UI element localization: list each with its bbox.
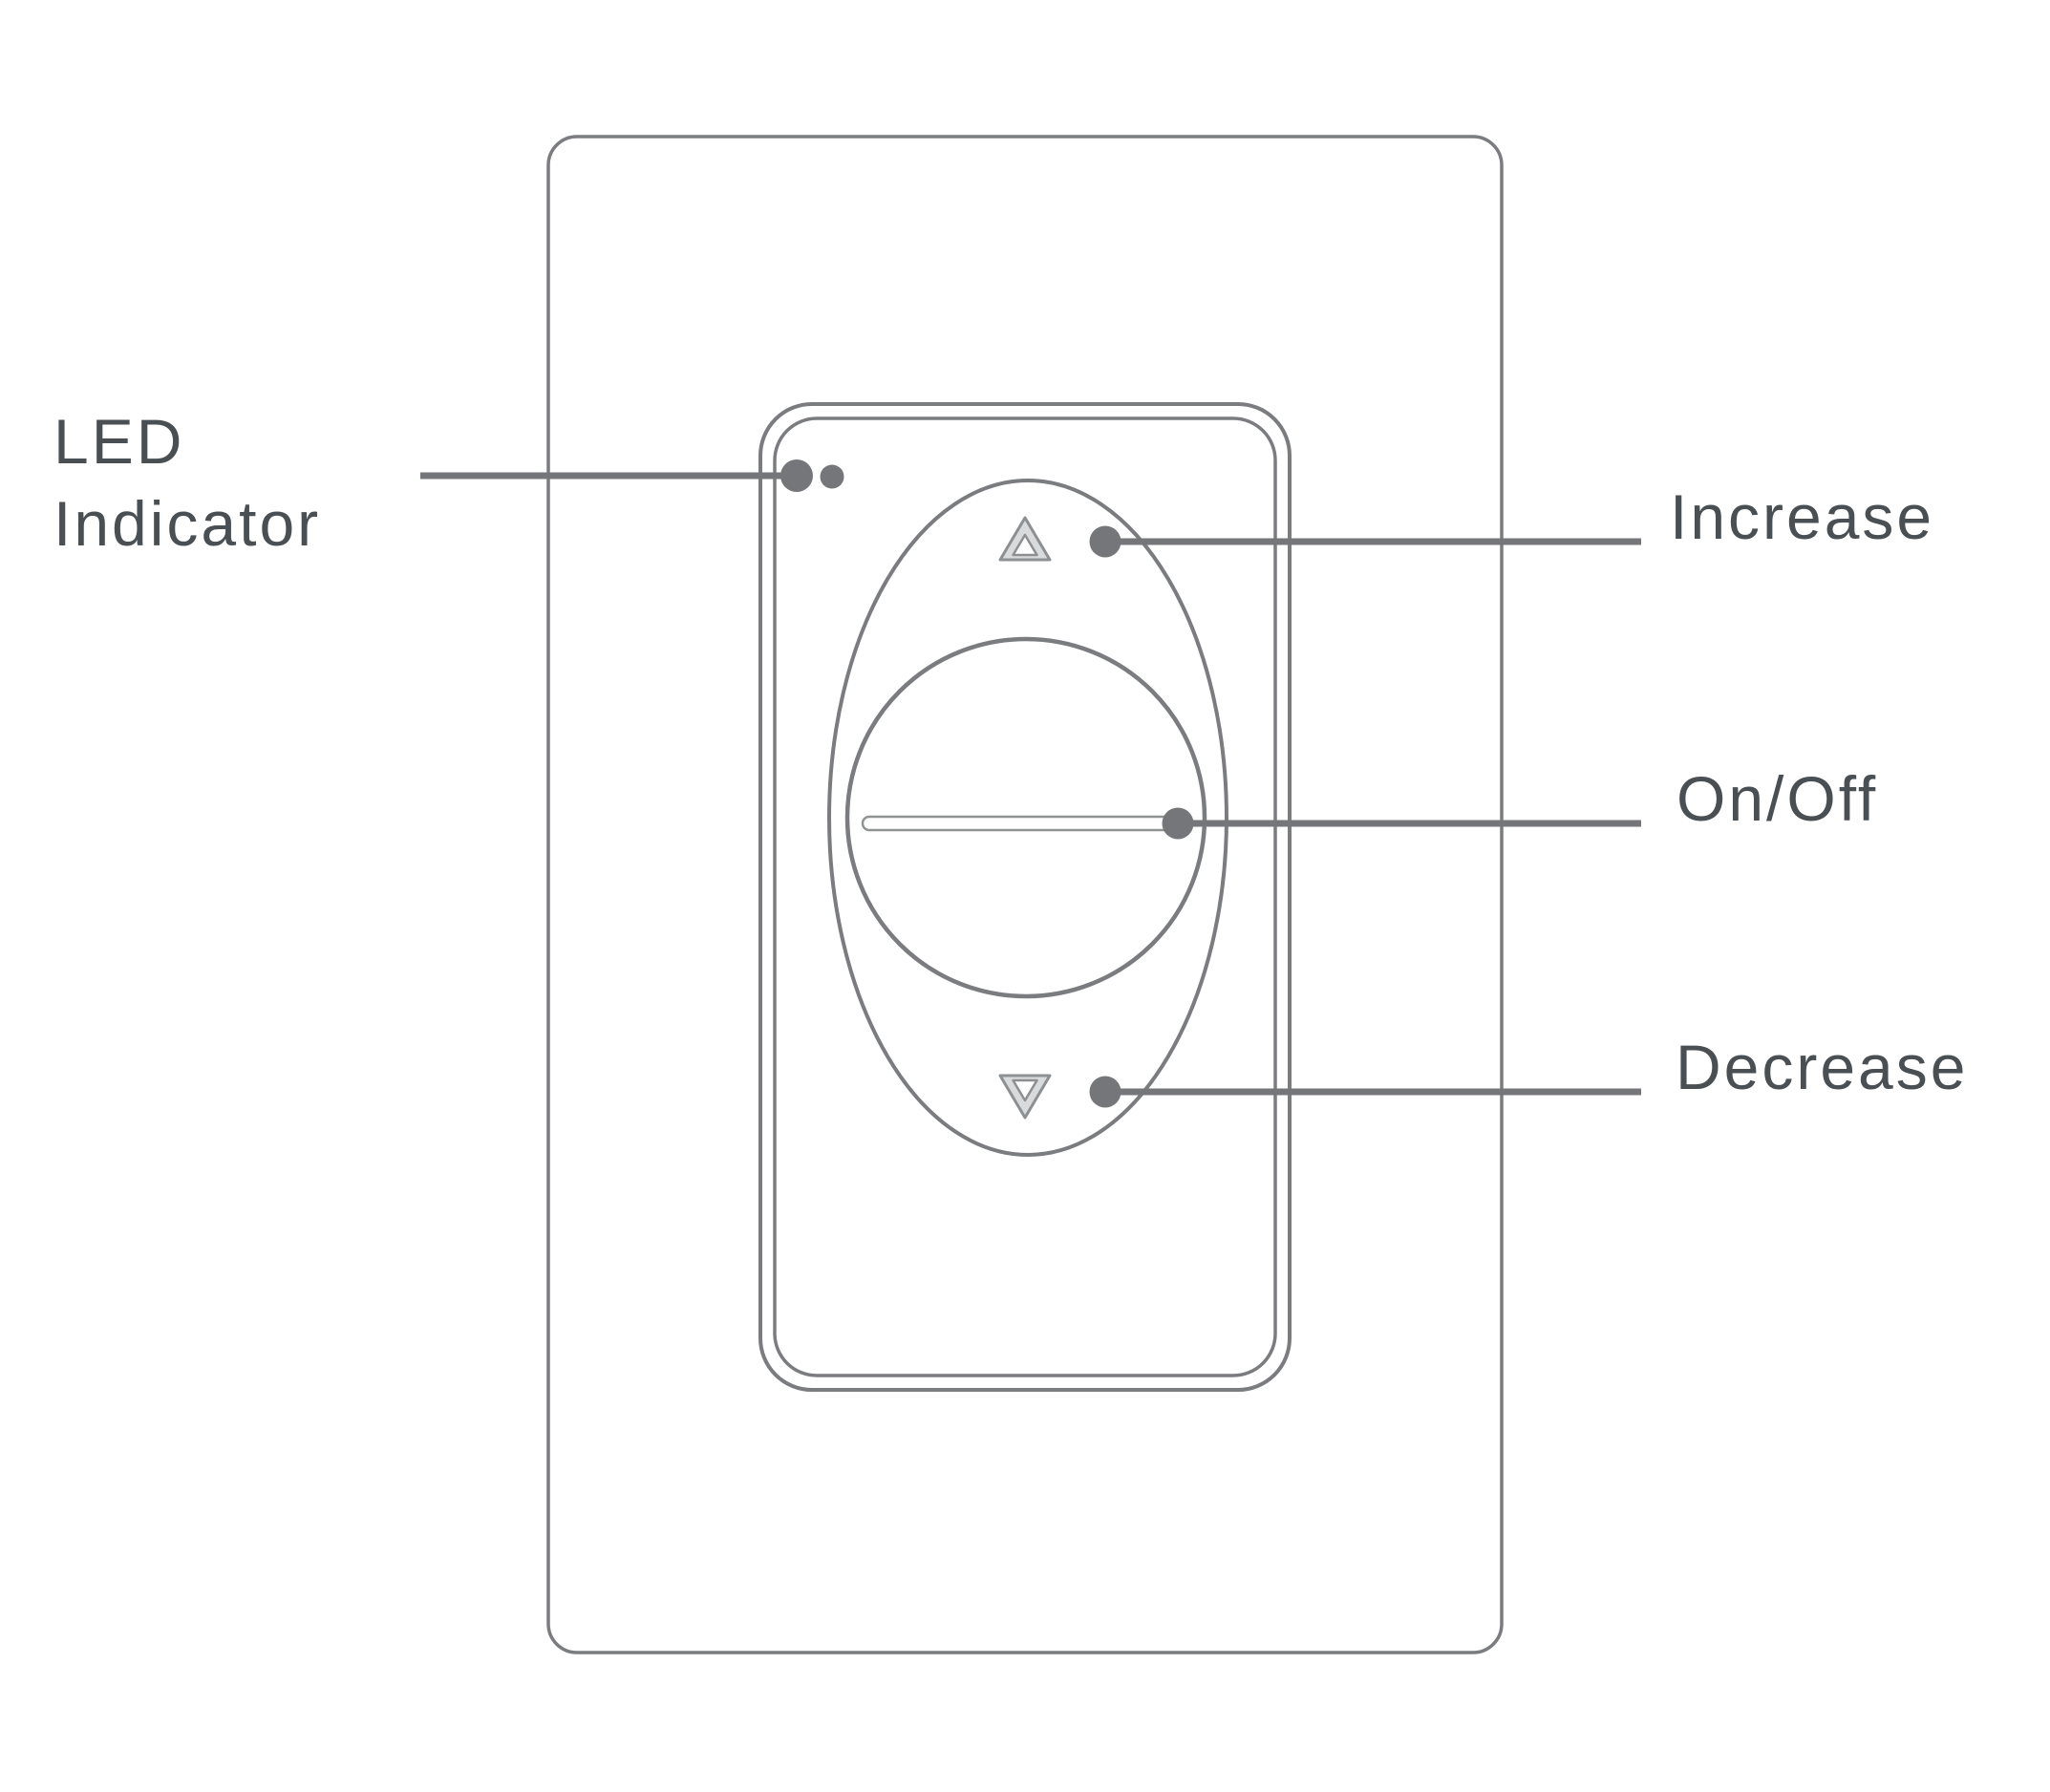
device-outlines xyxy=(546,135,1504,1654)
led-indicator-label-line1: LED xyxy=(53,406,185,477)
increase-arrow-icon xyxy=(998,516,1052,562)
switch-panel-outer-border xyxy=(758,402,1292,1392)
switch-panel-inner-border xyxy=(773,416,1277,1377)
onoff-paddle-circle xyxy=(844,636,1207,999)
decrease-label: Decrease xyxy=(1676,1032,1969,1102)
leader-dot-increase xyxy=(1089,525,1121,558)
led-indicator-label: LED Indicator xyxy=(53,400,321,565)
led-dot-small xyxy=(820,464,844,489)
leader-dot-onoff xyxy=(1162,807,1194,840)
callout-leaders xyxy=(420,472,1641,1108)
paddle-slot xyxy=(861,815,1182,832)
leader-dot-decrease xyxy=(1089,1076,1121,1108)
decrease-arrow-inner xyxy=(1012,1078,1038,1102)
decrease-arrow-icon xyxy=(998,1074,1052,1120)
wall-plate xyxy=(546,135,1504,1654)
rocker-oval xyxy=(827,479,1228,1157)
increase-arrow-inner xyxy=(1012,533,1038,557)
increase-label: Increase xyxy=(1670,481,1935,552)
led-indicator-label-line2: Indicator xyxy=(53,488,322,559)
onoff-label: On/Off xyxy=(1676,763,1879,834)
